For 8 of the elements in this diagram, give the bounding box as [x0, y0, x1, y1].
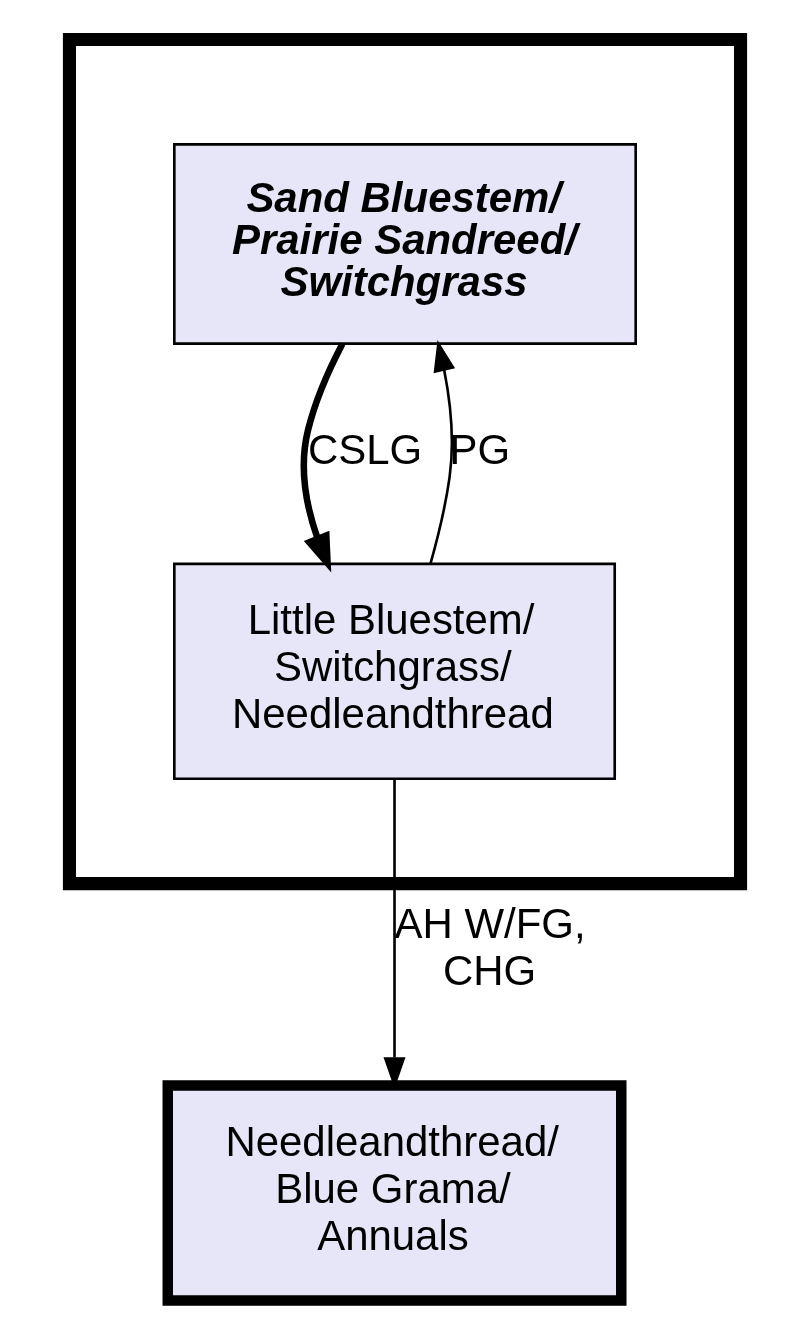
arrow	[300, 342, 346, 573]
edge-label: PG	[449, 425, 511, 473]
node-box: Needleandthread/ Blue Grama/ Annuals	[162, 1080, 627, 1306]
cluster	[62, 32, 748, 891]
edge-label: CSLG	[308, 425, 423, 473]
node-box: Sand Bluestem/ Prairie Sandreed/ Switchgrass	[173, 143, 637, 345]
node-box: Little Bluestem/ Switchgrass/ Needleandthread	[173, 562, 616, 781]
arrow	[429, 340, 456, 564]
